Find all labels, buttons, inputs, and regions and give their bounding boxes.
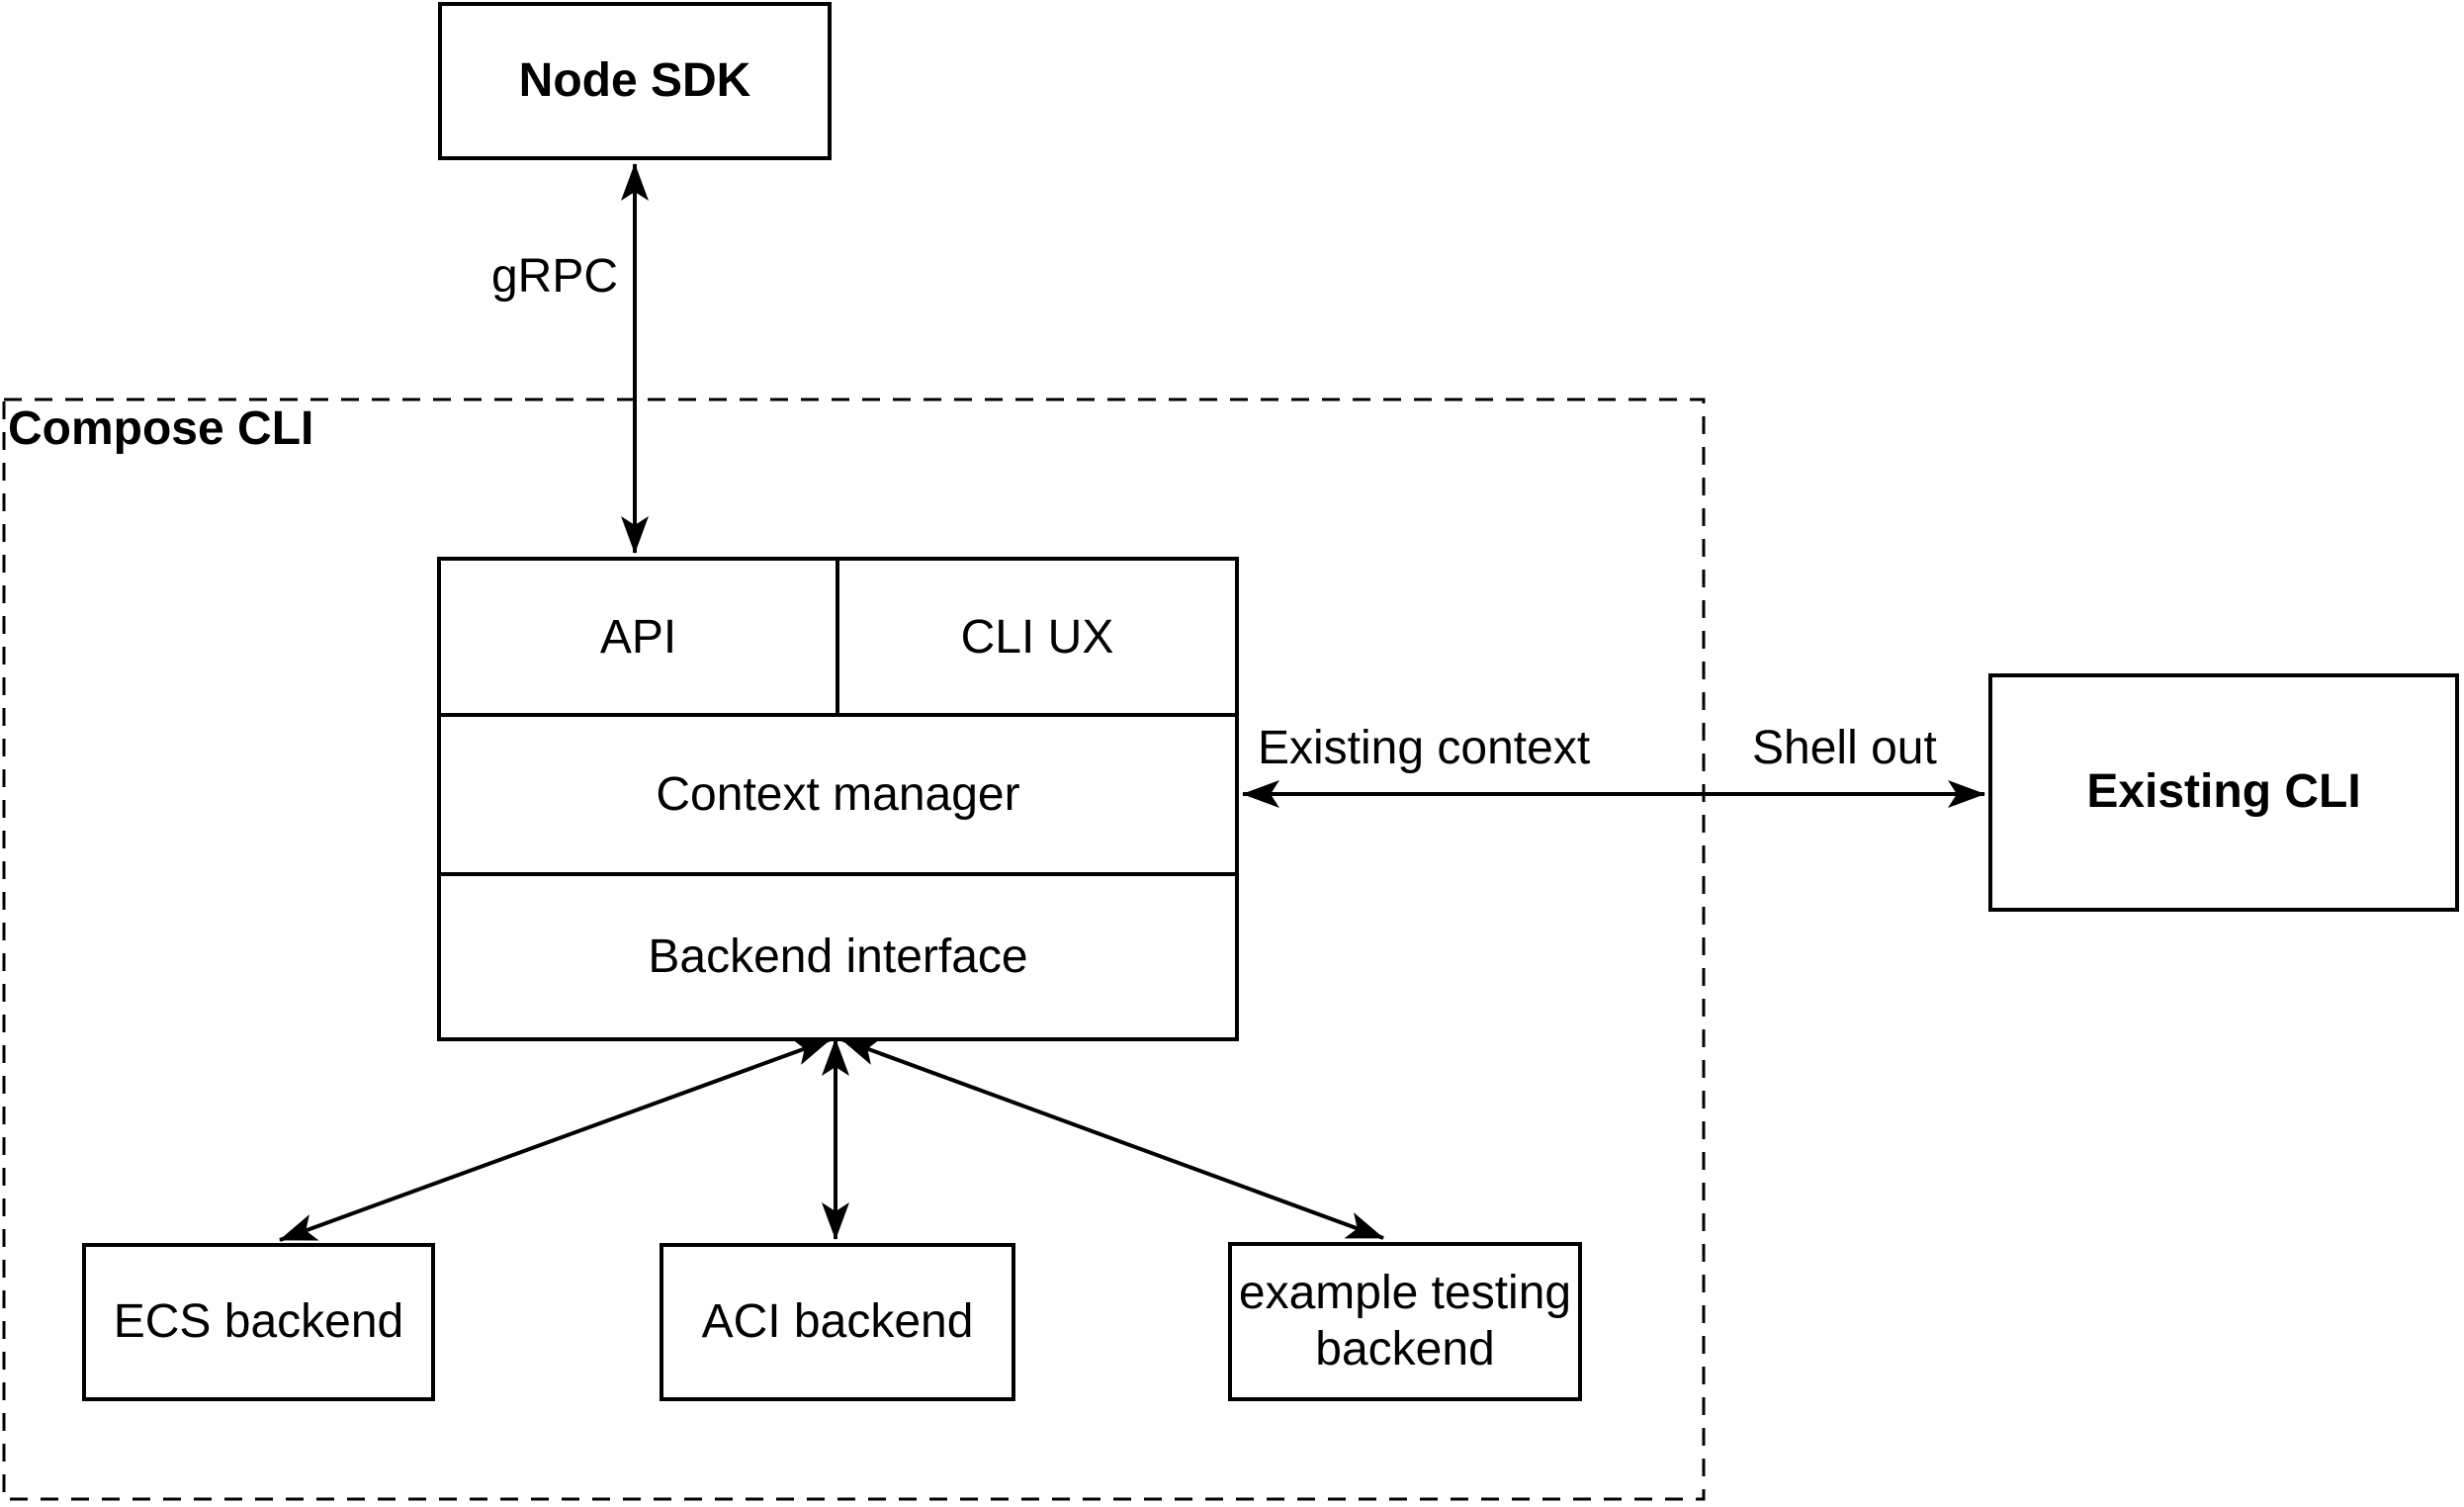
node-sdk-label: Node SDK [518, 53, 751, 107]
compose-cli-group-label: Compose CLI [8, 402, 314, 455]
example-testing-backend-arrow [840, 1037, 1384, 1240]
backend-interface-row: Backend interface [441, 876, 1235, 1037]
example-testing-backend-box: example testing backend [1228, 1242, 1582, 1401]
aci-backend-box: ACI backend [660, 1243, 1015, 1401]
stack-top-row: API CLI UX [441, 561, 1235, 717]
backend-interface-label: Backend interface [648, 931, 1028, 983]
shell-out-edge-label: Shell out [1752, 722, 1937, 774]
api-cell: API [441, 561, 839, 713]
api-label: API [599, 610, 677, 664]
existing-cli-label: Existing CLI [2086, 765, 2361, 819]
example-testing-backend-label: example testing backend [1238, 1266, 1572, 1375]
ecs-backend-label: ECS backend [113, 1294, 404, 1348]
compose-stack-box: API CLI UX Context manager Backend inter… [437, 557, 1239, 1041]
cli-ux-label: CLI UX [960, 610, 1114, 664]
cli-ux-cell: CLI UX [839, 561, 1235, 713]
node-sdk-box: Node SDK [438, 2, 832, 160]
ecs-backend-arrow [279, 1037, 832, 1242]
ecs-backend-box: ECS backend [82, 1243, 435, 1401]
existing-context-edge-label: Existing context [1258, 722, 1591, 774]
context-manager-label: Context manager [656, 768, 1020, 821]
existing-cli-box: Existing CLI [1988, 673, 2459, 912]
aci-backend-label: ACI backend [701, 1294, 974, 1348]
grpc-edge-label: gRPC [490, 250, 618, 303]
context-manager-row: Context manager [441, 717, 1235, 876]
